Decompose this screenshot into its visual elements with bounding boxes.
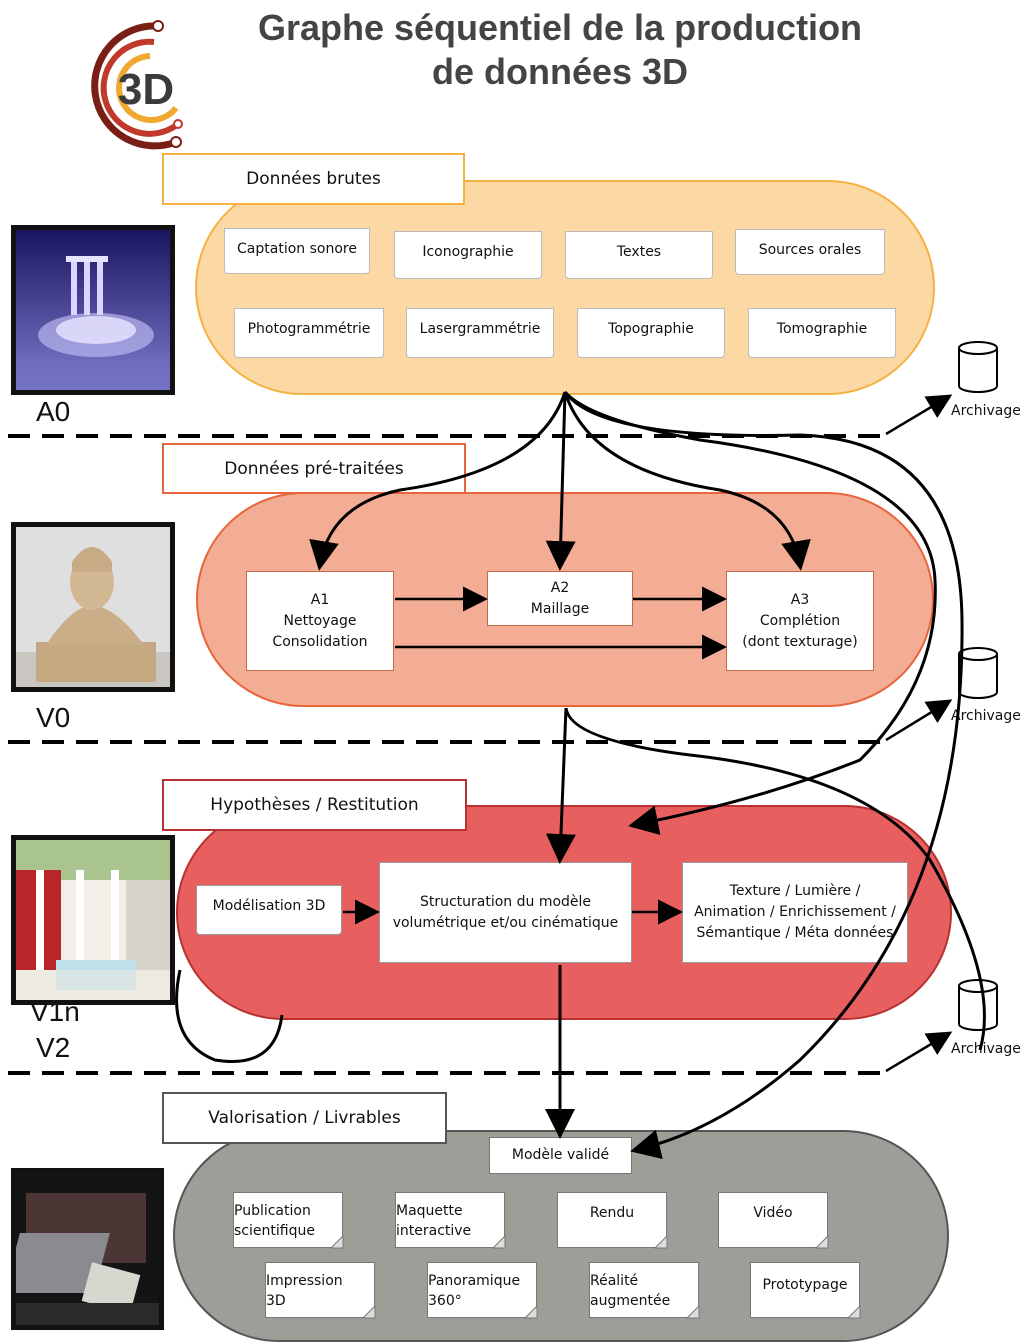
texture-box: Texture / Lumière / Animation / Enrichis… — [682, 862, 908, 963]
deliverable-item: Panoramique 360° — [427, 1262, 537, 1318]
deliverable-item: Publication scientifique — [233, 1192, 343, 1248]
deliverable-item: Vidéo — [718, 1192, 828, 1248]
deliverable-line: Rendu — [589, 1205, 635, 1221]
raw-item: Photogrammétrie — [234, 308, 384, 358]
deliverable-line: Réalité — [590, 1273, 639, 1289]
deliverable-item: Prototypage — [750, 1262, 860, 1318]
database-icon — [958, 341, 998, 393]
era-label-v0: V0 — [36, 702, 71, 733]
step-a1: A1 Nettoyage Consolidation — [246, 571, 394, 671]
photo-temple-ruins — [11, 225, 175, 395]
deliverable-line: Panoramique — [428, 1273, 521, 1289]
step-a2-line1: Maillage — [530, 600, 590, 617]
archive-arrow — [885, 394, 953, 436]
deliverable-item: Rendu — [557, 1192, 667, 1248]
raw-item: Captation sonore — [224, 228, 370, 274]
era-label-a0: A0 — [36, 396, 71, 427]
logo-3d: 3D — [91, 20, 183, 150]
deliverable-item: Réalité augmentée — [589, 1262, 699, 1318]
step-a3: A3 Complétion (dont texturage) — [726, 571, 874, 671]
step-a3-line1: Complétion — [759, 612, 841, 629]
step-a2-code: A2 — [550, 579, 570, 596]
preprocessed-label: Données pré-traitées — [162, 443, 466, 494]
structuration-box: Structuration du modèle volumétrique et/… — [379, 862, 632, 963]
deliverable-line: Vidéo — [753, 1205, 793, 1221]
deliverable-line: Publication — [234, 1203, 311, 1219]
archive-label: Archivage — [951, 708, 1020, 724]
raw-item: Lasergrammétrie — [406, 308, 554, 358]
texture-line2: Animation / Enrichissement / — [694, 904, 896, 920]
raw-item: Tomographie — [748, 308, 896, 358]
raw-item: Iconographie — [394, 231, 542, 279]
raw-item: Topographie — [577, 308, 725, 358]
raw-data-label: Données brutes — [162, 153, 465, 205]
step-a1-line1: Nettoyage — [283, 612, 357, 629]
archive-label: Archivage — [951, 403, 1020, 419]
archive-label: Archivage — [951, 1041, 1020, 1057]
deliverable-line: augmentée — [590, 1293, 671, 1309]
deliverable-line: 360° — [428, 1293, 462, 1309]
raw-item: Textes — [565, 231, 713, 279]
page-title: Graphe séquentiel de la production de do… — [257, 7, 863, 92]
step-a2: A2 Maillage — [487, 571, 633, 626]
photo-museum-installation — [11, 1168, 164, 1330]
deliverable-line: Maquette — [396, 1203, 463, 1219]
modelisation-doc: Modélisation 3D — [196, 885, 342, 935]
archive-arrow — [885, 699, 953, 742]
step-a3-code: A3 — [790, 591, 810, 608]
deliverable-line: scientifique — [234, 1223, 315, 1239]
step-a3-line2: (dont texturage) — [742, 633, 858, 650]
hypothesis-label: Hypothèses / Restitution — [162, 779, 467, 831]
texture-line3: Sémantique / Méta données — [696, 925, 894, 941]
deliverable-line: Prototypage — [762, 1277, 848, 1293]
step-a1-line2: Consolidation — [272, 633, 368, 650]
structuration-line2: volumétrique et/ou cinématique — [392, 914, 619, 931]
photo-bust-statue — [11, 522, 175, 692]
valorisation-label: Valorisation / Livrables — [162, 1092, 447, 1144]
svg-text:3D: 3D — [118, 65, 174, 114]
deliverable-item: Maquette interactive — [395, 1192, 505, 1248]
photo-courtyard — [11, 835, 175, 1005]
raw-item: Sources orales — [735, 229, 885, 275]
deliverable-item: Impression 3D — [265, 1262, 375, 1318]
step-a1-code: A1 — [310, 591, 330, 608]
database-icon — [958, 979, 998, 1031]
era-label-v2: V2 — [36, 1032, 71, 1063]
structuration-line1: Structuration du modèle — [419, 893, 592, 910]
deliverable-line: Impression — [266, 1273, 343, 1289]
raw-data-band — [195, 180, 935, 395]
validated-model: Modèle validé — [489, 1137, 632, 1174]
era-label-v1n: V1n — [30, 996, 80, 1027]
deliverable-line: interactive — [396, 1223, 472, 1239]
texture-line1: Texture / Lumière / — [729, 883, 861, 899]
database-icon — [958, 647, 998, 699]
archive-arrow — [885, 1031, 953, 1073]
deliverable-line: 3D — [266, 1293, 286, 1309]
